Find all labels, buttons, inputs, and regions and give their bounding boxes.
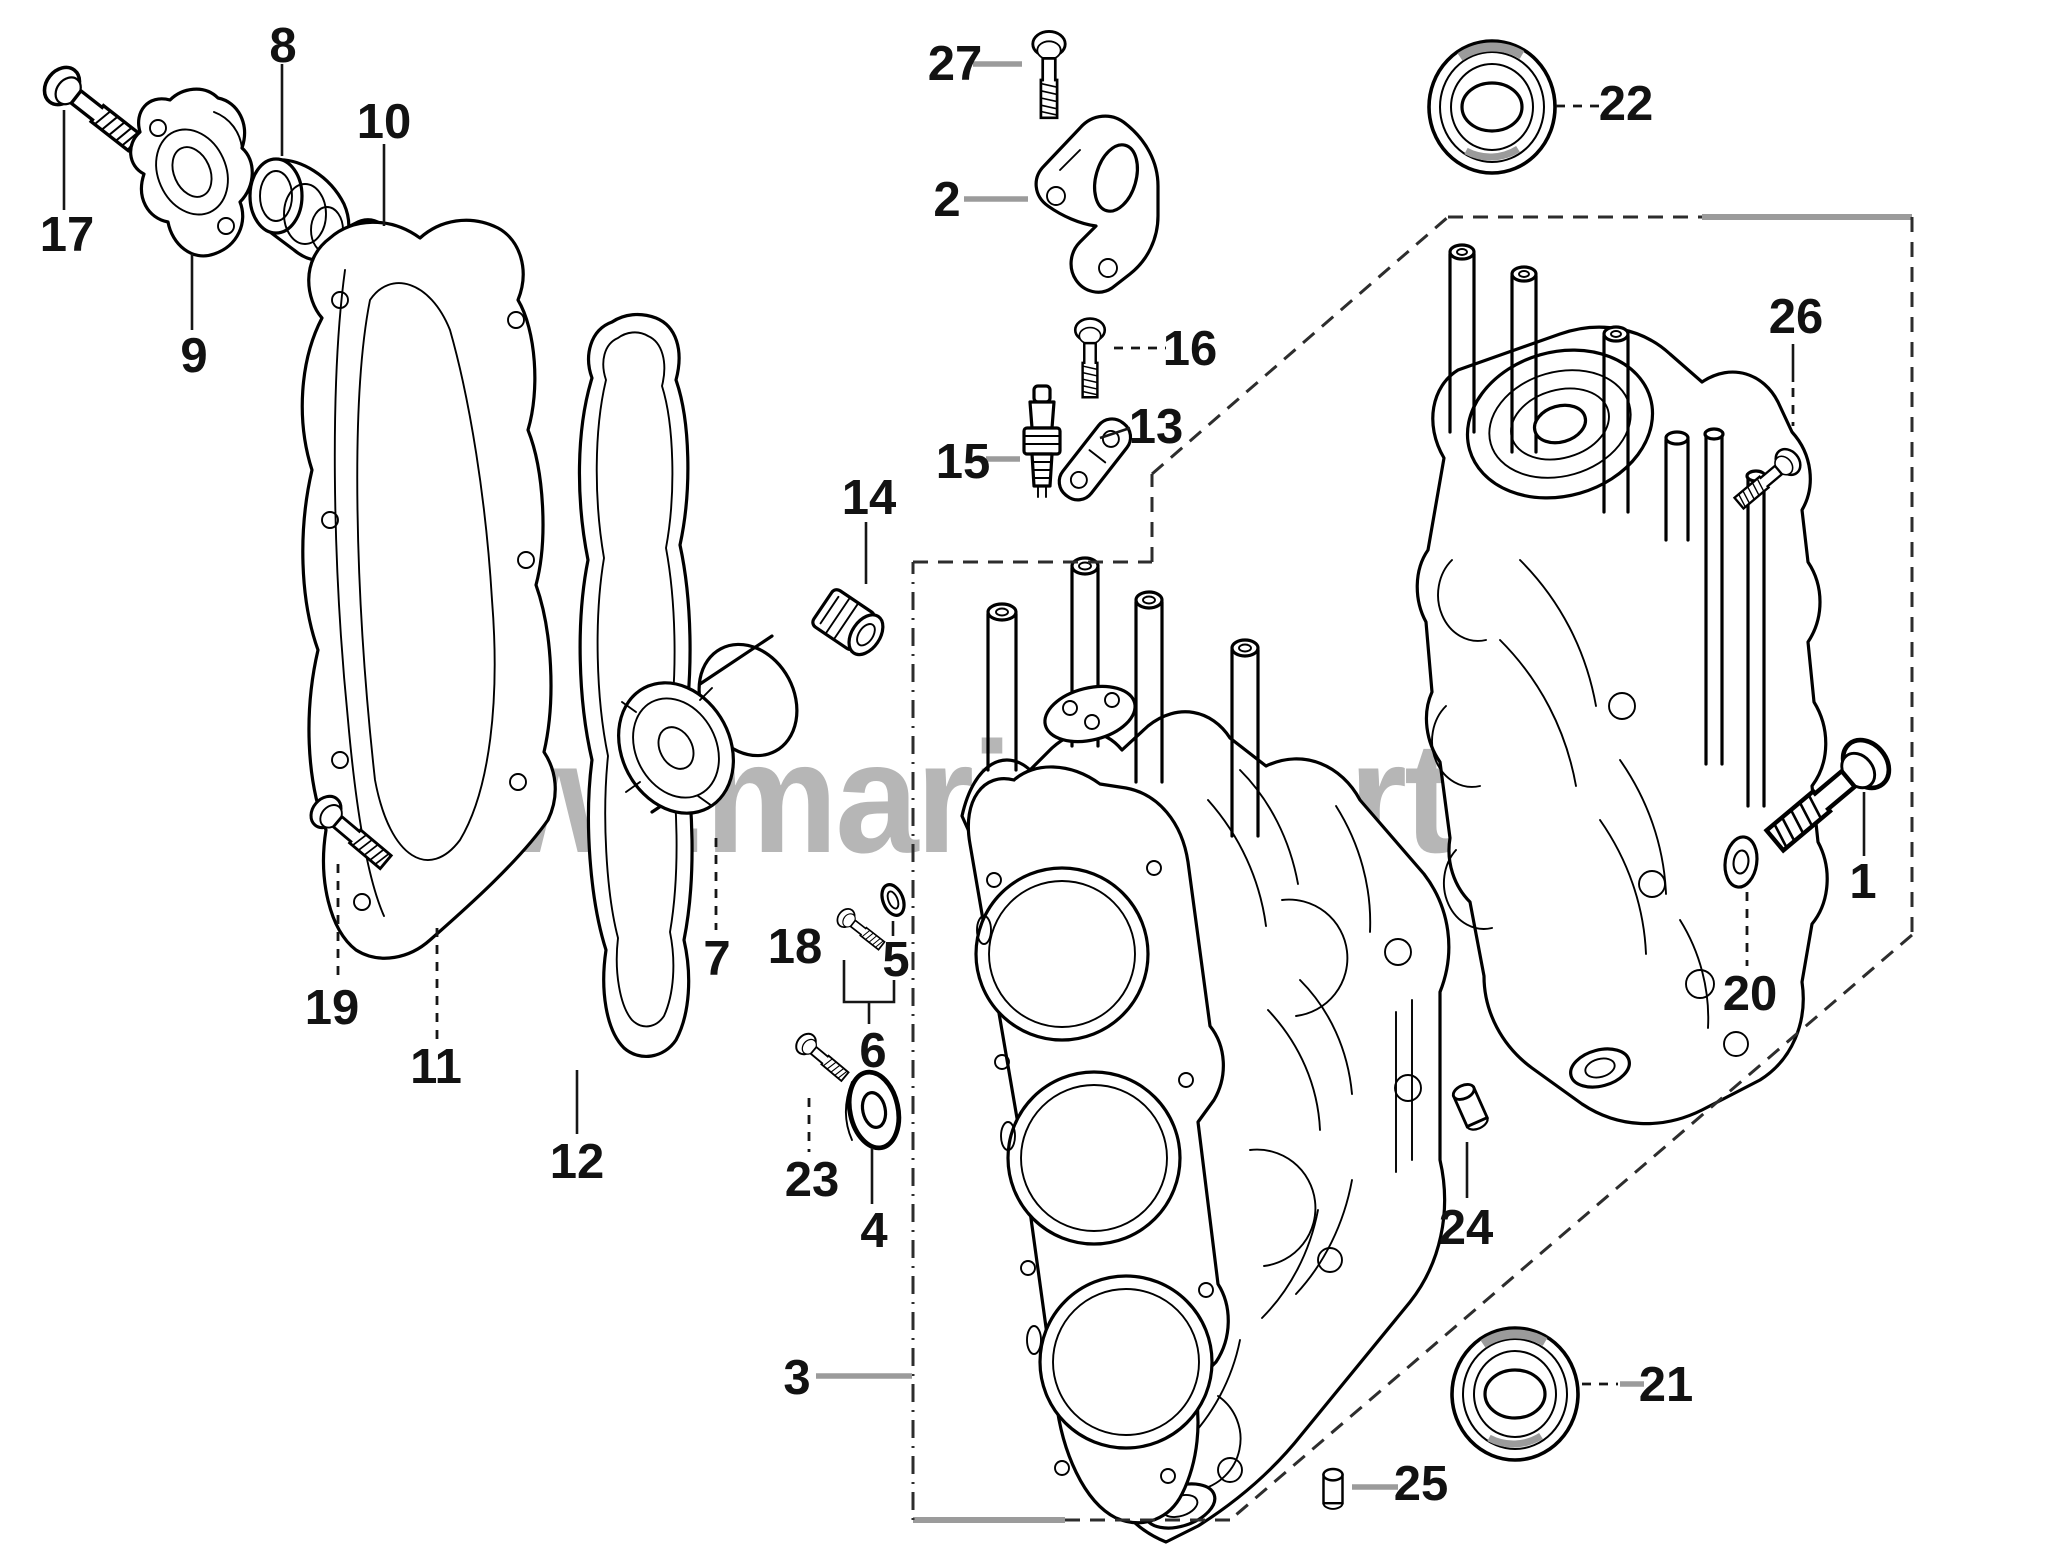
part-label-5: 5 xyxy=(882,933,909,987)
part-label-22: 22 xyxy=(1599,77,1654,131)
part-label-12: 12 xyxy=(550,1135,605,1189)
part-label-24: 24 xyxy=(1439,1201,1494,1255)
dashed-frame xyxy=(911,214,1914,1523)
part-18-plug xyxy=(832,904,889,955)
part-label-11: 11 xyxy=(410,1040,462,1094)
part-label-21: 21 xyxy=(1639,1358,1694,1412)
part-2-hanger-bracket xyxy=(1034,114,1160,294)
part-22-oil-seal xyxy=(1429,41,1555,173)
part-13-bracket xyxy=(1057,417,1133,502)
part-label-26: 26 xyxy=(1769,290,1824,344)
part-label-8: 8 xyxy=(269,19,296,73)
part-label-17: 17 xyxy=(40,208,95,262)
part-label-15: 15 xyxy=(936,435,991,489)
part-label-1: 1 xyxy=(1849,855,1876,909)
part-7-oil-filter xyxy=(617,634,799,815)
part-16-bolt xyxy=(1073,317,1107,399)
part-label-9: 9 xyxy=(180,329,207,383)
part-label-6: 6 xyxy=(859,1024,886,1078)
part-label-4: 4 xyxy=(860,1204,887,1258)
part-11-water-jacket-cover xyxy=(300,218,557,960)
part-21-oil-seal xyxy=(1452,1328,1578,1460)
part-label-19: 19 xyxy=(305,981,360,1035)
cylinder-head-assembly xyxy=(1415,243,1829,1126)
part-label-13: 13 xyxy=(1129,400,1184,454)
frame-segment xyxy=(1151,215,1449,476)
part-label-14: 14 xyxy=(842,471,897,525)
part-label-3: 3 xyxy=(783,1351,810,1405)
part-12-gasket xyxy=(577,312,694,1058)
part-label-2: 2 xyxy=(933,173,960,227)
part-label-23: 23 xyxy=(785,1153,840,1207)
part-25-dowel-pin xyxy=(1322,1467,1344,1511)
part-label-27: 27 xyxy=(928,37,983,91)
part-14-sensor xyxy=(811,588,885,657)
part-23-bolt xyxy=(791,1028,854,1087)
part-9-thermostat-cover xyxy=(129,87,254,258)
part-24-dowel-pin xyxy=(1449,1079,1492,1135)
part-15-plug xyxy=(1022,384,1062,498)
part-label-25: 25 xyxy=(1394,1457,1449,1511)
part-label-16: 16 xyxy=(1163,322,1218,376)
part-3-cylinder-block xyxy=(960,556,1451,1544)
part-27-bolt xyxy=(1031,29,1067,120)
leader-line-part-13 xyxy=(1099,426,1131,440)
parts-artwork xyxy=(35,29,1898,1544)
part-label-7: 7 xyxy=(703,932,730,986)
leader-lines xyxy=(62,61,1866,1490)
part-label-18: 18 xyxy=(768,920,823,974)
part-4-washer xyxy=(843,1067,906,1152)
part-label-20: 20 xyxy=(1723,967,1778,1021)
part-5-o-ring xyxy=(880,883,906,917)
part-label-10: 10 xyxy=(357,95,412,149)
